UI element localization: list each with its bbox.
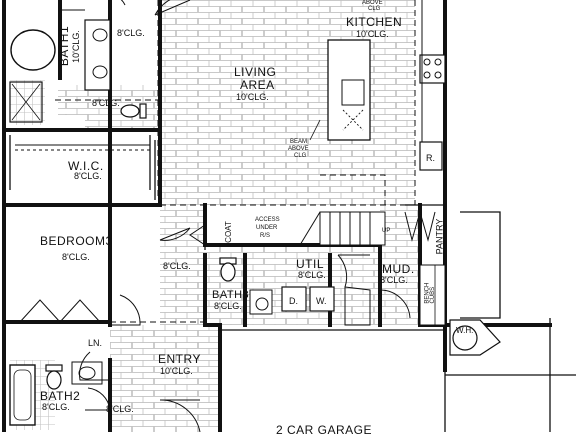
living-title-line2: AREA (240, 78, 275, 92)
living-ceiling: 10'CLG. (236, 92, 269, 102)
kitchen-ceiling: 10'CLG. (356, 29, 389, 39)
bedroom3-title: BEDROOM3 (40, 234, 113, 248)
entry-title: ENTRY (158, 352, 201, 366)
beam-lines (55, 0, 416, 323)
burner-icon (423, 58, 442, 79)
toilet-icon (219, 257, 237, 282)
fridge-label: R. (426, 153, 435, 163)
kitchen-note-line2: CLG (368, 6, 381, 12)
dryer-label: D. (289, 296, 298, 306)
access-note-line2: UNDER (256, 225, 278, 231)
kitchen-note-line1: ABOVE (362, 0, 383, 6)
range-icon (419, 54, 446, 84)
bath1-wc-ceiling: 8'CLG. (92, 98, 120, 108)
toilet-icon (45, 364, 63, 390)
bathtub-inner (13, 369, 32, 421)
bath2-sink-icon (71, 361, 103, 385)
util-title: UTIL (296, 257, 325, 271)
garage-title: 2 CAR GARAGE (276, 423, 373, 437)
sink-icon (78, 366, 96, 380)
bath2-title: BATH2 (40, 389, 81, 403)
mud-title: MUD. (382, 262, 415, 276)
coat-title: COAT (223, 221, 233, 243)
dishwasher-icon (342, 109, 364, 131)
bedroom3-ceiling: 8'CLG. (62, 252, 90, 262)
bath1-closet-ceiling: 8'CLG. (117, 28, 145, 38)
beam-arrow-icon (309, 119, 321, 141)
entry-ceiling: 10'CLG. (160, 366, 193, 376)
closet-rod-icon (15, 9, 150, 151)
bench-icon (419, 264, 446, 326)
beam-note-line1: BEAM (290, 139, 308, 145)
beam-note-line2: ABOVE (288, 146, 309, 152)
sink-icon (255, 297, 269, 311)
linen-label: LN. (88, 338, 103, 348)
kitchen-title: KITCHEN (346, 15, 403, 29)
wic-ceiling: 8'CLG. (74, 171, 102, 181)
entry-closet-ceiling: 8'CLG. (106, 404, 134, 414)
water-heater-icon (449, 319, 501, 356)
access-note-line1: ACCESS (255, 217, 280, 223)
toilet-icon (120, 103, 147, 119)
fridge-icon (419, 141, 443, 171)
bathtub-icon (10, 29, 56, 71)
beam-note-line3: CLG (294, 153, 307, 159)
stair-up-label: UP (382, 228, 391, 234)
bath1-ceiling: 10'CLG. (70, 30, 81, 63)
bath1-title: BATH1 (57, 25, 72, 67)
pantry-title: PANTRY (434, 218, 445, 255)
access-note-line3: R/S (260, 233, 271, 239)
door-swings (19, 0, 436, 432)
bath3-ceiling: 8'CLG. (214, 301, 242, 311)
thin-walls (9, 135, 576, 432)
living-floor (58, 0, 420, 432)
util-ceiling: 8'CLG. (298, 270, 326, 280)
hall-ceiling: 8'CLG. (163, 261, 191, 271)
shower-icon (9, 81, 43, 123)
living-title-line1: LIVING (234, 65, 277, 79)
mud-ceiling: 8'CLG. (380, 275, 408, 285)
water-heater-label: W.H. (456, 326, 474, 335)
kitchen-sink-icon (341, 79, 365, 106)
bath1-floor (10, 80, 45, 125)
shower-drain-icon (11, 83, 41, 121)
bench-note-line2: CUBS (430, 286, 437, 304)
staircase-icon (299, 211, 386, 246)
sink-icon (92, 65, 108, 79)
bath2-ceiling: 8'CLG. (42, 402, 70, 412)
wic-title: W.I.C. (68, 159, 104, 173)
bath3-title: BATH3 (212, 289, 250, 301)
washer-label: W. (316, 296, 327, 306)
dryer-icon (281, 286, 307, 312)
washer-icon (309, 286, 335, 312)
sink-icon (92, 28, 108, 42)
